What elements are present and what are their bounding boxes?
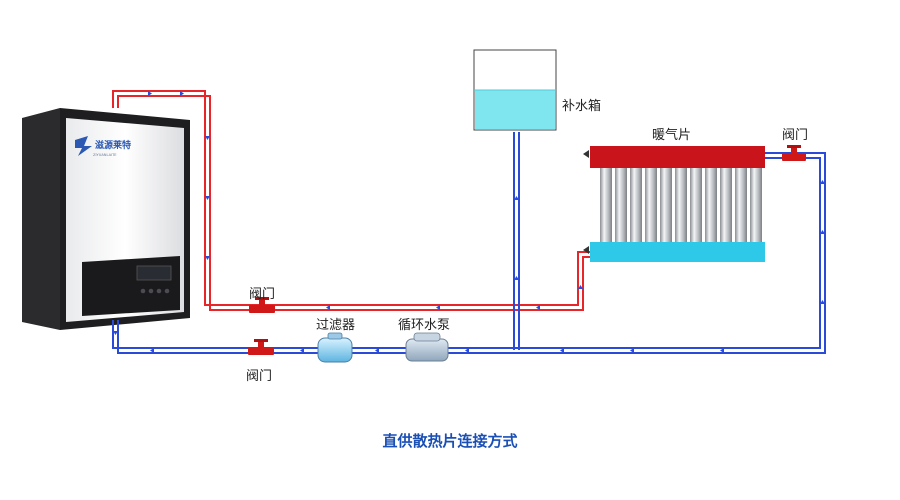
hot-supply-pipe (112, 90, 590, 311)
makeup-water-tank (473, 49, 557, 131)
boiler-button (140, 288, 146, 294)
valve-right (782, 145, 806, 161)
filter-label: 过滤器 (316, 318, 356, 333)
tank-label: 补水箱 (562, 99, 602, 114)
radiator (583, 146, 765, 262)
air-vent-icon (583, 150, 589, 158)
logo-icon (75, 136, 92, 156)
valve-mid-label: 阀门 (249, 287, 276, 302)
valve-bottom-label: 阀门 (246, 369, 273, 384)
boiler-control-panel (82, 256, 180, 316)
wall-boiler: 滋源莱特 ZIYUANLAITE (22, 108, 190, 330)
radiator-label: 暖气片 (652, 128, 692, 143)
boiler-brand-sub: ZIYUANLAITE (93, 153, 117, 157)
valve-right-label: 阀门 (782, 128, 809, 143)
boiler-button (164, 288, 170, 294)
valve-bottom (248, 339, 274, 355)
boiler-logo: 滋源莱特 ZIYUANLAITE (75, 136, 131, 157)
boiler-button (148, 288, 154, 294)
valve-mid (249, 297, 275, 313)
hot-pipe-inner (117, 95, 590, 311)
boiler-button (156, 288, 162, 294)
radiator-bottom-header (590, 242, 765, 262)
boiler-brand: 滋源莱特 (95, 139, 131, 151)
boiler-side-panel (22, 108, 60, 330)
hot-flow-arrows (148, 91, 583, 310)
hot-pipe-outer (112, 90, 590, 306)
radiator-tubes (600, 166, 762, 244)
tank-water (475, 90, 555, 129)
boiler-display (136, 265, 172, 281)
inlet-cap-icon (583, 246, 589, 254)
cold-flow-arrows (113, 180, 825, 353)
diagram-caption: 直供散热片连接方式 (382, 432, 518, 450)
radiator-top-header (590, 146, 765, 168)
circulation-pump (405, 332, 449, 362)
filter (317, 332, 353, 363)
pump-label: 循环水泵 (398, 318, 451, 333)
